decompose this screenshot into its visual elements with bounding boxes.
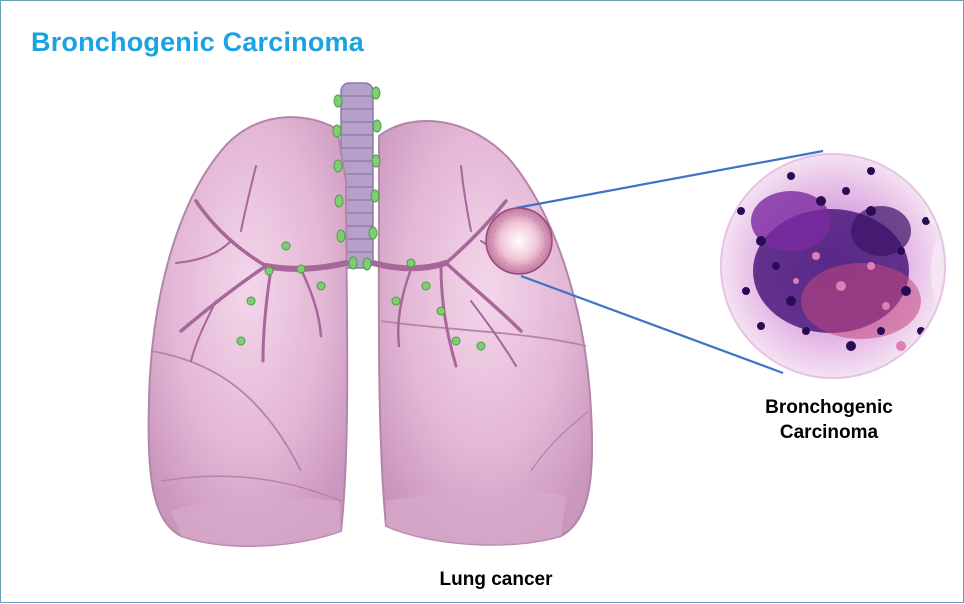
left-lung xyxy=(379,121,592,545)
micrograph-caption-line1: Bronchogenic xyxy=(743,395,915,420)
right-lung xyxy=(149,117,348,546)
micrograph xyxy=(721,154,951,378)
tumor-lesion xyxy=(486,208,552,274)
micrograph-caption-line2: Carcinoma xyxy=(743,420,915,445)
lung-caption: Lung cancer xyxy=(381,569,611,591)
micrograph-caption: Bronchogenic Carcinoma xyxy=(743,395,915,445)
